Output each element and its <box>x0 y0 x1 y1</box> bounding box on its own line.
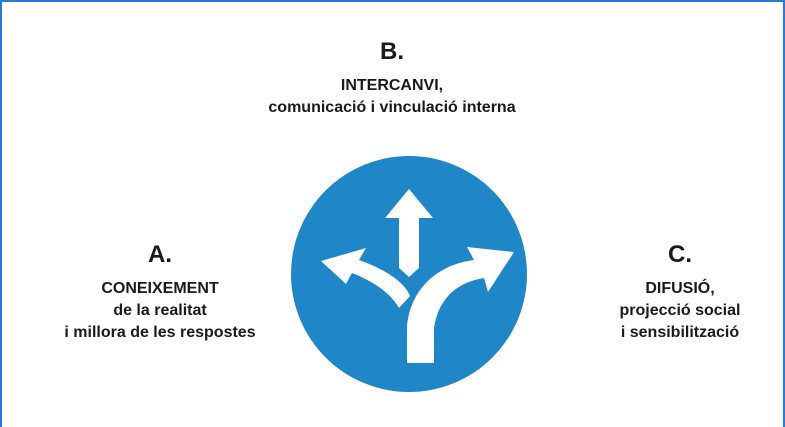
block-a-coneixement: A. CONEIXEMENT de la realitat i millora … <box>30 240 290 344</box>
three-way-split-arrows-icon <box>291 156 527 392</box>
block-a-line3: i millora de les respostes <box>64 324 256 341</box>
block-b-intercanvi: B. INTERCANVI, comunicació i vinculació … <box>192 37 592 119</box>
block-b-line1: INTERCANVI, <box>340 77 444 94</box>
block-b-line2: comunicació i vinculació interna <box>268 99 516 116</box>
block-c-line1: DIFUSIÓ, <box>645 280 715 297</box>
block-c-letter: C. <box>668 241 692 268</box>
right-arrow-icon <box>407 247 514 363</box>
up-arrow-icon <box>385 189 433 277</box>
block-c-line3: i sensibilització <box>620 324 740 341</box>
left-arrow-icon <box>321 248 410 308</box>
block-c-line2: projecció social <box>619 302 741 319</box>
block-a-line1: CONEIXEMENT <box>101 280 219 297</box>
arrows-group <box>321 189 514 363</box>
block-a-letter: A. <box>148 241 172 268</box>
block-b-letter: B. <box>380 38 404 65</box>
block-a-line2: de la realitat <box>113 302 207 319</box>
block-c-difusio: C. DIFUSIÓ, projecció social i sensibili… <box>580 240 780 344</box>
